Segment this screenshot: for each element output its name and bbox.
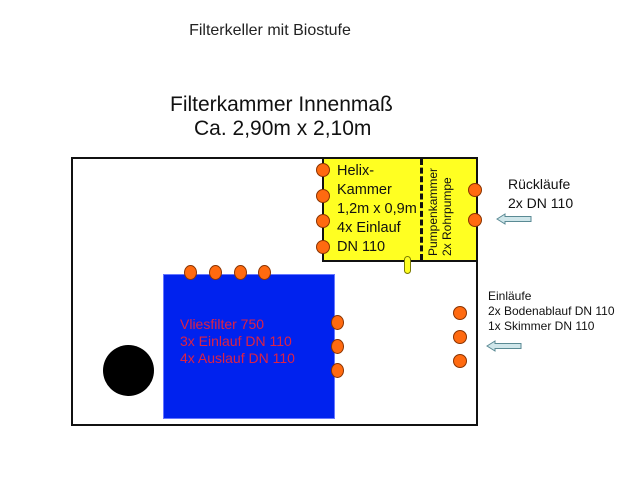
chamber-divider-dashed	[420, 159, 423, 260]
fleece-filter-label: Vliesfilter 750 3x Einlauf DN 110 4x Aus…	[180, 316, 295, 367]
filter-line: 4x Auslauf DN 110	[180, 350, 295, 366]
heading-line-2: Ca. 2,90m x 2,10m	[194, 117, 372, 140]
helix-line: DN 110	[337, 239, 386, 255]
returns-line: 2x DN 110	[508, 195, 574, 211]
pump-line: 2x Rohrpumpe	[440, 177, 454, 256]
pump-line: Pumpenkammer	[426, 167, 440, 256]
filter-line: Vliesfilter 750	[180, 316, 265, 332]
room-inlet-port	[453, 306, 467, 320]
heading-line-1: Filterkammer Innenmaß	[170, 93, 393, 116]
inlets-line: Einläufe	[488, 289, 532, 303]
room-inlet-port	[453, 354, 467, 368]
filter-inlet-port	[331, 339, 344, 354]
inlets-line: 1x Skimmer DN 110	[488, 319, 595, 333]
filter-outlet-port	[184, 265, 197, 280]
inlets-arrow-icon	[486, 340, 522, 352]
returns-label: Rückläufe 2x DN 110	[508, 175, 573, 213]
helix-line: Helix-	[337, 163, 375, 179]
helix-line: 1,2m x 0,9m	[337, 201, 417, 217]
fleece-filter-box	[163, 274, 335, 419]
filter-line: 3x Einlauf DN 110	[180, 333, 292, 349]
helix-inlet-port	[316, 189, 330, 203]
helix-inlet-port	[316, 214, 330, 228]
filter-room-outline	[71, 157, 478, 426]
helix-line: Kammer	[337, 182, 392, 198]
room-inlet-port	[453, 330, 467, 344]
floor-drain-circle	[103, 345, 154, 396]
helix-chamber-label: Helix- Kammer 1,2m x 0,9m 4x Einlauf DN …	[337, 162, 417, 257]
filter-inlet-port	[331, 363, 344, 378]
filter-outlet-port	[234, 265, 247, 280]
filter-outlet-port	[209, 265, 222, 280]
inlets-label: Einläufe 2x Bodenablauf DN 110 1x Skimme…	[488, 289, 615, 334]
helix-inlet-port	[316, 240, 330, 254]
pump-chamber-label: Pumpenkammer 2x Rohrpumpe	[426, 156, 454, 256]
inlets-line: 2x Bodenablauf DN 110	[488, 304, 615, 318]
helix-line: 4x Einlauf	[337, 220, 401, 236]
diagram-title: Filterkeller mit Biostufe	[189, 22, 351, 39]
filter-outlet-port	[258, 265, 271, 280]
helix-chamber	[322, 157, 478, 262]
returns-arrow-icon	[496, 213, 532, 225]
returns-line: Rückläufe	[508, 176, 571, 192]
helix-inlet-port	[316, 163, 330, 177]
chamber-dimensions-heading: Filterkammer Innenmaß Ca. 2,90m x 2,10m	[170, 93, 393, 141]
pump-outlet-port	[468, 183, 482, 197]
filter-inlet-port	[331, 315, 344, 330]
overflow-pipe	[404, 256, 411, 274]
pump-outlet-port	[468, 213, 482, 227]
